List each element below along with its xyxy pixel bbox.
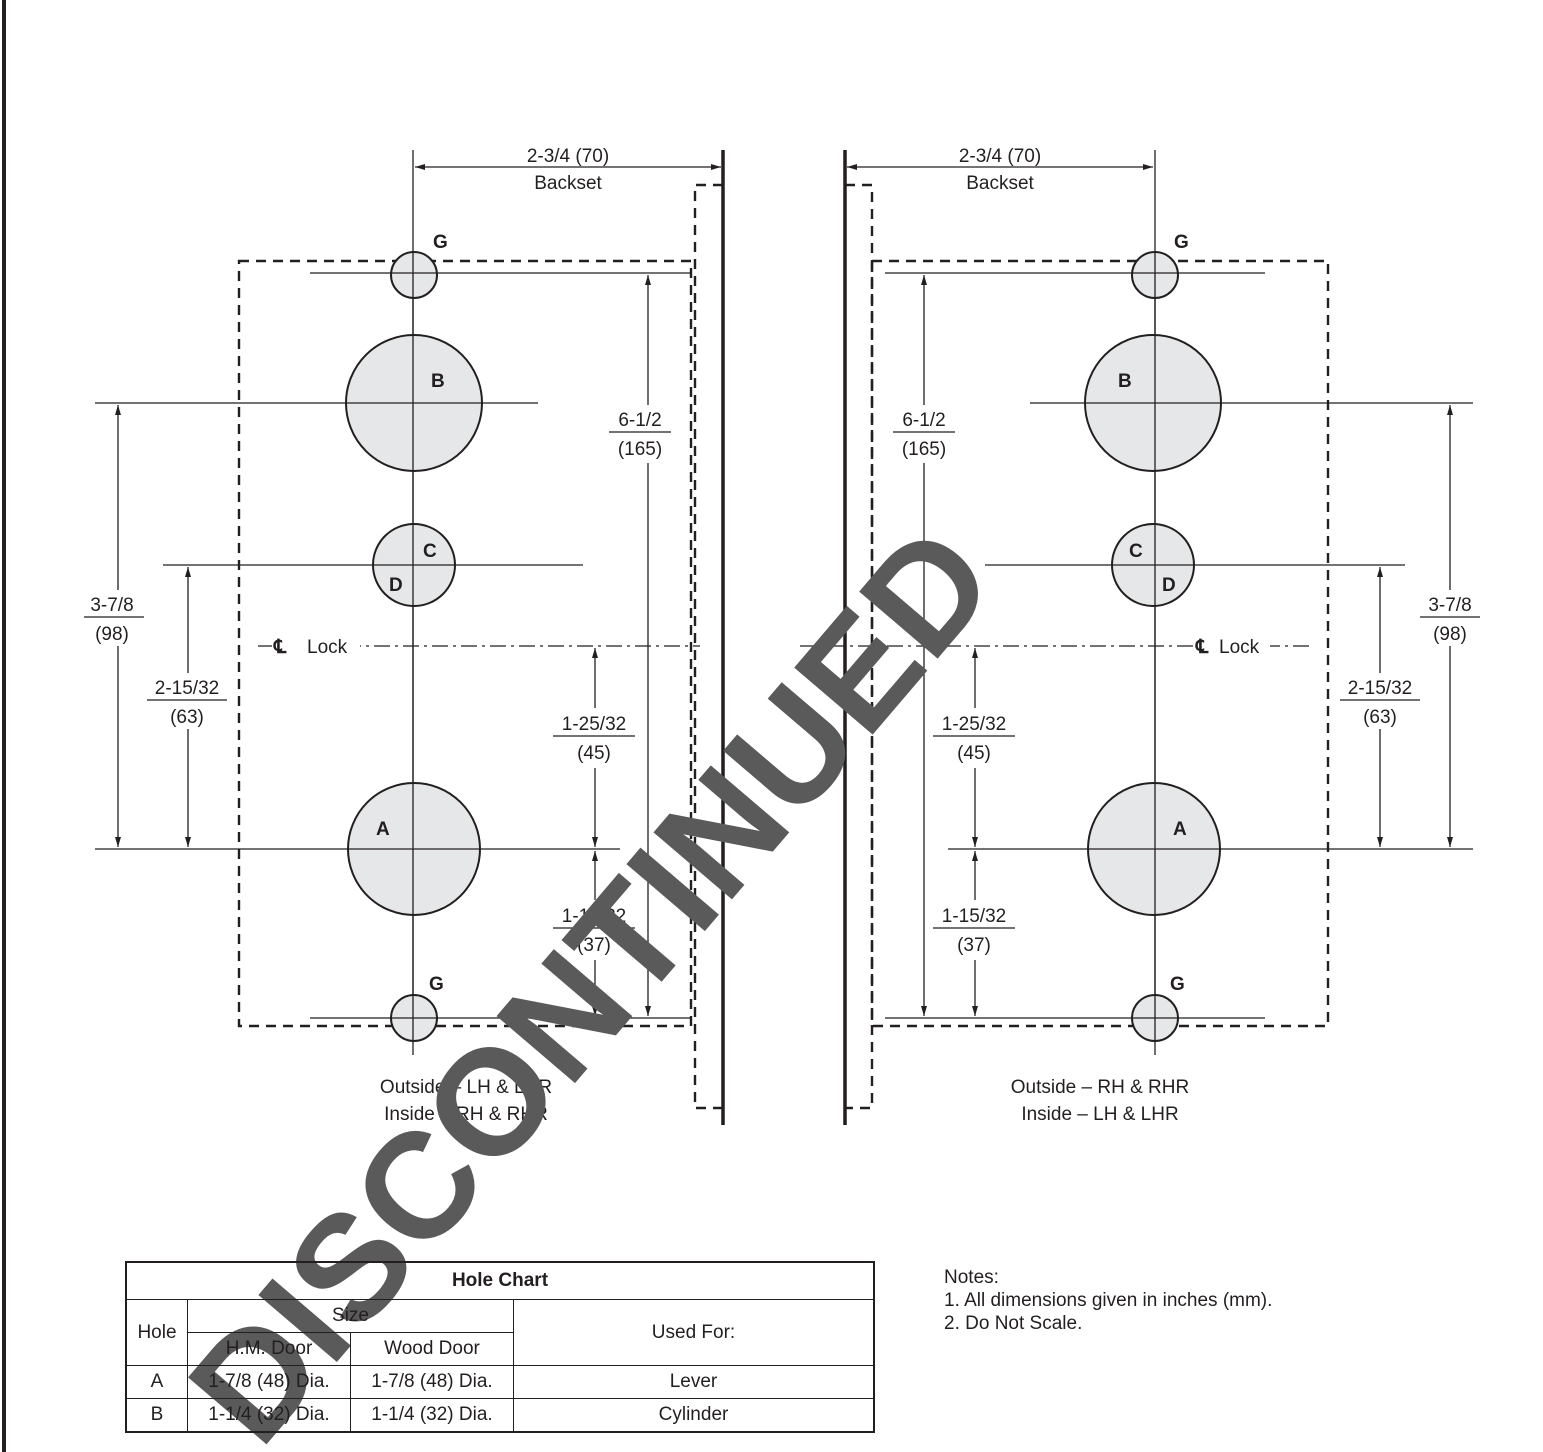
right-ad-frac: 2-15/32: [1348, 678, 1412, 699]
right-label-a: A: [1173, 819, 1187, 840]
right-backset-dim: 2-3/4 (70): [959, 146, 1041, 167]
right-a-g-mm: (37): [957, 935, 991, 956]
right-caption-inside: Inside – LH & LHR: [1021, 1104, 1178, 1125]
left-height-frac: 6-1/2: [618, 410, 661, 431]
row-hm-size: 1-1/4 (32) Dia.: [187, 1398, 351, 1433]
table-row: A 1-7/8 (48) Dia. 1-7/8 (48) Dia. Lever: [125, 1365, 875, 1399]
right-label-g-bottom: G: [1170, 974, 1185, 995]
row-used-for: Cylinder: [513, 1398, 875, 1433]
row-hm-size: 1-7/8 (48) Dia.: [187, 1365, 351, 1399]
right-ab-mm: (98): [1433, 624, 1467, 645]
left-label-c: C: [423, 541, 437, 562]
left-caption-inside: Inside – RH & RHR: [384, 1104, 548, 1125]
right-a-g-frac: 1-15/32: [942, 906, 1006, 927]
row-wood-size: 1-7/8 (48) Dia.: [350, 1365, 514, 1399]
row-hole: B: [125, 1398, 188, 1433]
left-cl-label: Lock: [307, 637, 348, 658]
right-label-g-top: G: [1174, 232, 1189, 253]
left-label-d: D: [389, 575, 403, 596]
left-label-a: A: [376, 819, 390, 840]
notes-title: Notes:: [944, 1267, 999, 1288]
right-backset-label: Backset: [966, 173, 1034, 194]
right-label-b: B: [1118, 371, 1132, 392]
right-label-d: D: [1162, 575, 1176, 596]
note-item: 1. All dimensions given in inches (mm).: [944, 1290, 1273, 1311]
right-ad-mm: (63): [1363, 707, 1397, 728]
left-label-g-top: G: [433, 232, 448, 253]
left-height-mm: (165): [618, 439, 662, 460]
left-a-g-frac: 1-15/32: [562, 906, 626, 927]
note-item: 2. Do Not Scale.: [944, 1313, 1083, 1334]
left-ab-mm: (98): [95, 624, 129, 645]
row-hole: A: [125, 1365, 188, 1399]
left-caption-outside: Outside – LH & LHR: [380, 1077, 552, 1098]
left-a-g-mm: (37): [577, 935, 611, 956]
left-ab-frac: 3-7/8: [90, 595, 133, 616]
col-hole-header: Hole: [125, 1299, 188, 1366]
right-label-c: C: [1129, 541, 1143, 562]
row-wood-size: 1-1/4 (32) Dia.: [350, 1398, 514, 1433]
right-ab-frac: 3-7/8: [1428, 595, 1471, 616]
col-wood-header: Wood Door: [350, 1332, 514, 1366]
col-used-header: Used For:: [513, 1299, 875, 1366]
right-caption-outside: Outside – RH & RHR: [1011, 1077, 1189, 1098]
left-cl-a-frac: 1-25/32: [562, 714, 626, 735]
right-height-frac: 6-1/2: [902, 410, 945, 431]
right-height-mm: (165): [902, 439, 946, 460]
right-cl-a-mm: (45): [957, 743, 991, 764]
left-template-outline: [237, 259, 693, 1028]
right-template-view: G B C D A G 2-3/4 (70) Backset 6-1/2 (16…: [800, 146, 1485, 1125]
col-size-header: Size: [187, 1299, 514, 1333]
left-label-g-bottom: G: [429, 974, 444, 995]
left-cl-symbol: ℄: [273, 637, 287, 658]
row-used-for: Lever: [513, 1365, 875, 1399]
left-backset-label: Backset: [534, 173, 602, 194]
notes-block: Notes: 1. All dimensions given in inches…: [944, 1266, 1272, 1335]
hole-chart-title: Hole Chart: [125, 1261, 875, 1300]
left-hole-g-top: [390, 251, 438, 299]
right-cl-label: Lock: [1219, 637, 1260, 658]
right-cl-symbol: ℄: [1195, 637, 1209, 658]
left-template-view: G B C D A G 2-3/4 (70) Backset 6-1/2 (16…: [80, 146, 725, 1125]
hole-chart-table: Hole Chart Hole Size Used For: H.M. Door…: [125, 1261, 875, 1433]
left-label-b: B: [431, 371, 445, 392]
left-ad-frac: 2-15/32: [155, 678, 219, 699]
table-row: B 1-1/4 (32) Dia. 1-1/4 (32) Dia. Cylind…: [125, 1398, 875, 1433]
left-cl-a-mm: (45): [577, 743, 611, 764]
left-backset-dim: 2-3/4 (70): [527, 146, 609, 167]
col-hm-header: H.M. Door: [187, 1332, 351, 1366]
right-cl-a-frac: 1-25/32: [942, 714, 1006, 735]
left-ad-mm: (63): [170, 707, 204, 728]
